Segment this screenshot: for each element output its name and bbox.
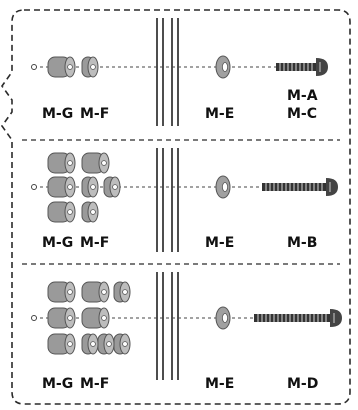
screw-medium-icon	[262, 178, 338, 196]
spacer-short-icon	[97, 333, 115, 355]
part-label-m-f: M-F	[80, 376, 109, 392]
part-label-m-e: M-E	[205, 235, 234, 251]
part-label-m-f: M-F	[80, 235, 109, 251]
part-label-m-b: M-B	[287, 235, 317, 251]
spacer-short-icon	[103, 176, 121, 198]
spacer-long-icon	[47, 152, 76, 174]
spacer-long-icon	[81, 152, 110, 174]
spacer-long-icon	[47, 176, 76, 198]
washer-icon	[215, 55, 231, 79]
spacer-short-icon	[81, 201, 99, 223]
spacer-short-icon	[113, 281, 131, 303]
wall-panel	[156, 272, 179, 380]
washer-icon	[215, 306, 231, 330]
wall-panel	[156, 148, 179, 252]
part-label-m-g: M-G	[42, 376, 73, 392]
spacer-short-icon	[113, 333, 131, 355]
screw-hole-icon	[31, 184, 37, 190]
spacer-long-icon	[47, 333, 76, 355]
part-label-m-c: M-C	[287, 106, 317, 122]
part-label-m-e: M-E	[205, 376, 234, 392]
washer-icon	[215, 175, 231, 199]
part-label-m-g: M-G	[42, 235, 73, 251]
wall-panel	[156, 18, 179, 126]
part-label-m-f: M-F	[80, 106, 109, 122]
screw-hole-icon	[31, 64, 37, 70]
screw-short-icon	[276, 58, 328, 76]
spacer-short-icon	[81, 333, 99, 355]
part-label-m-a: M-A	[287, 88, 318, 104]
part-label-m-d: M-D	[287, 376, 318, 392]
part-label-m-e: M-E	[205, 106, 234, 122]
spacer-long-icon	[81, 307, 110, 329]
screw-long-icon	[254, 309, 342, 327]
spacer-long-icon	[47, 307, 76, 329]
spacer-long-icon	[47, 201, 76, 223]
spacer-short-icon	[81, 56, 99, 78]
part-label-m-g: M-G	[42, 106, 73, 122]
spacer-long-icon	[47, 56, 76, 78]
screw-hole-icon	[31, 315, 37, 321]
dashed-callout-border	[1, 9, 351, 405]
spacer-short-icon	[81, 176, 99, 198]
spacer-long-icon	[47, 281, 76, 303]
spacer-long-icon	[81, 281, 110, 303]
